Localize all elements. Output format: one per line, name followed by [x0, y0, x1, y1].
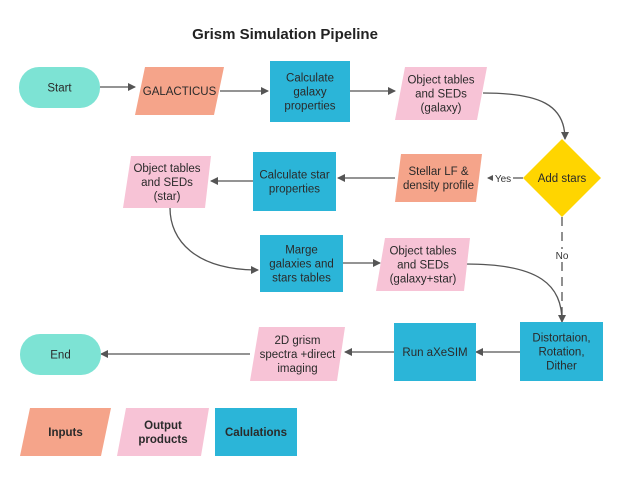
- node-stellar-lf-label: Stellar LF &density profile: [403, 166, 474, 192]
- node-add-stars-label: Add stars: [538, 173, 587, 185]
- edge-obj-galaxy-add-stars: [482, 92, 569, 140]
- node-galacticus-label: GALACTICUS: [143, 86, 217, 98]
- legend-calcs-label: Calulations: [225, 427, 287, 439]
- node-add-stars: Add stars: [523, 139, 601, 217]
- node-stellar-lf: Stellar LF &density profile: [395, 154, 482, 202]
- node-distortion: Distortaion,Rotation,Dither: [520, 322, 603, 381]
- node-galacticus: GALACTICUS: [135, 67, 224, 115]
- legend-calcs: Calulations: [215, 408, 297, 456]
- node-start: Start: [19, 67, 100, 108]
- node-distortion-label: Distortaion,Rotation,Dither: [532, 333, 590, 373]
- connectors: [100, 83, 569, 358]
- legend-inputs: Inputs: [20, 408, 111, 456]
- node-end: End: [20, 334, 101, 375]
- node-start-label: Start: [47, 83, 72, 95]
- edge-obj-combined-distortion: [465, 263, 566, 323]
- edge-label-yes: Yes: [495, 174, 511, 185]
- edge-obj-star-merge: [169, 207, 259, 274]
- diagram-title: Grism Simulation Pipeline: [192, 26, 378, 43]
- node-end-label: End: [50, 350, 70, 362]
- edge-label-no: No: [556, 251, 569, 262]
- legend-inputs-label: Inputs: [48, 427, 83, 439]
- node-axesim-label: Run aXeSIM: [402, 347, 467, 359]
- node-axesim: Run aXeSIM: [394, 323, 476, 381]
